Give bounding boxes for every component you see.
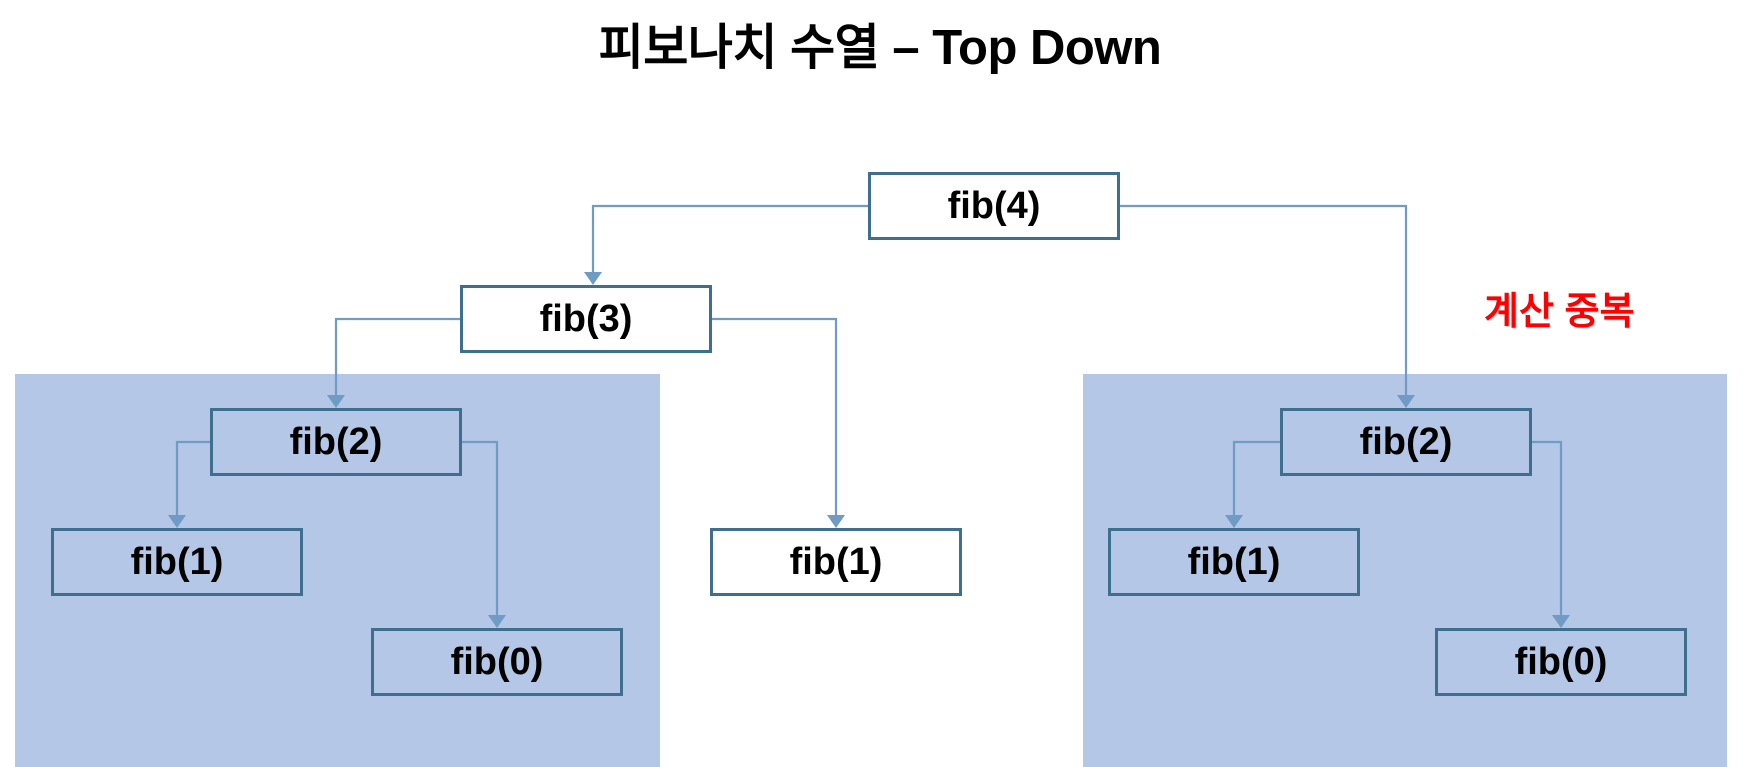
node-fib3[interactable]: fib(3) <box>460 285 712 353</box>
left-duplicate-region <box>15 374 660 767</box>
connector-fib3-to-fib1-middle <box>712 317 838 518</box>
node-label: fib(0) <box>450 641 544 683</box>
duplicate-computation-note: 계산 중복 <box>1484 291 1635 333</box>
node-label: fib(1) <box>1187 541 1281 583</box>
node-fib1-middle[interactable]: fib(1) <box>710 528 962 596</box>
node-label: fib(4) <box>947 185 1041 227</box>
node-label: fib(1) <box>130 541 224 583</box>
node-label: fib(2) <box>289 421 383 463</box>
node-fib0-right[interactable]: fib(0) <box>1435 628 1687 696</box>
node-fib2-left[interactable]: fib(2) <box>210 408 462 476</box>
node-label: fib(1) <box>789 541 883 583</box>
node-fib1-right[interactable]: fib(1) <box>1108 528 1360 596</box>
node-fib1-left[interactable]: fib(1) <box>51 528 303 596</box>
arrowhead-to-fib1-middle <box>827 515 845 528</box>
connector-fib4-to-fib2-right <box>1120 204 1408 398</box>
node-fib0-left[interactable]: fib(0) <box>371 628 623 696</box>
node-label: fib(0) <box>1514 641 1608 683</box>
node-label: fib(3) <box>539 298 633 340</box>
node-label: fib(2) <box>1359 421 1453 463</box>
right-duplicate-region <box>1083 374 1727 767</box>
node-fib4[interactable]: fib(4) <box>868 172 1120 240</box>
page-title: 피보나치 수열 – Top Down <box>598 21 1162 75</box>
node-fib2-right[interactable]: fib(2) <box>1280 408 1532 476</box>
arrowhead-to-fib3 <box>584 272 602 285</box>
connector-fib4-to-fib3 <box>591 204 868 275</box>
